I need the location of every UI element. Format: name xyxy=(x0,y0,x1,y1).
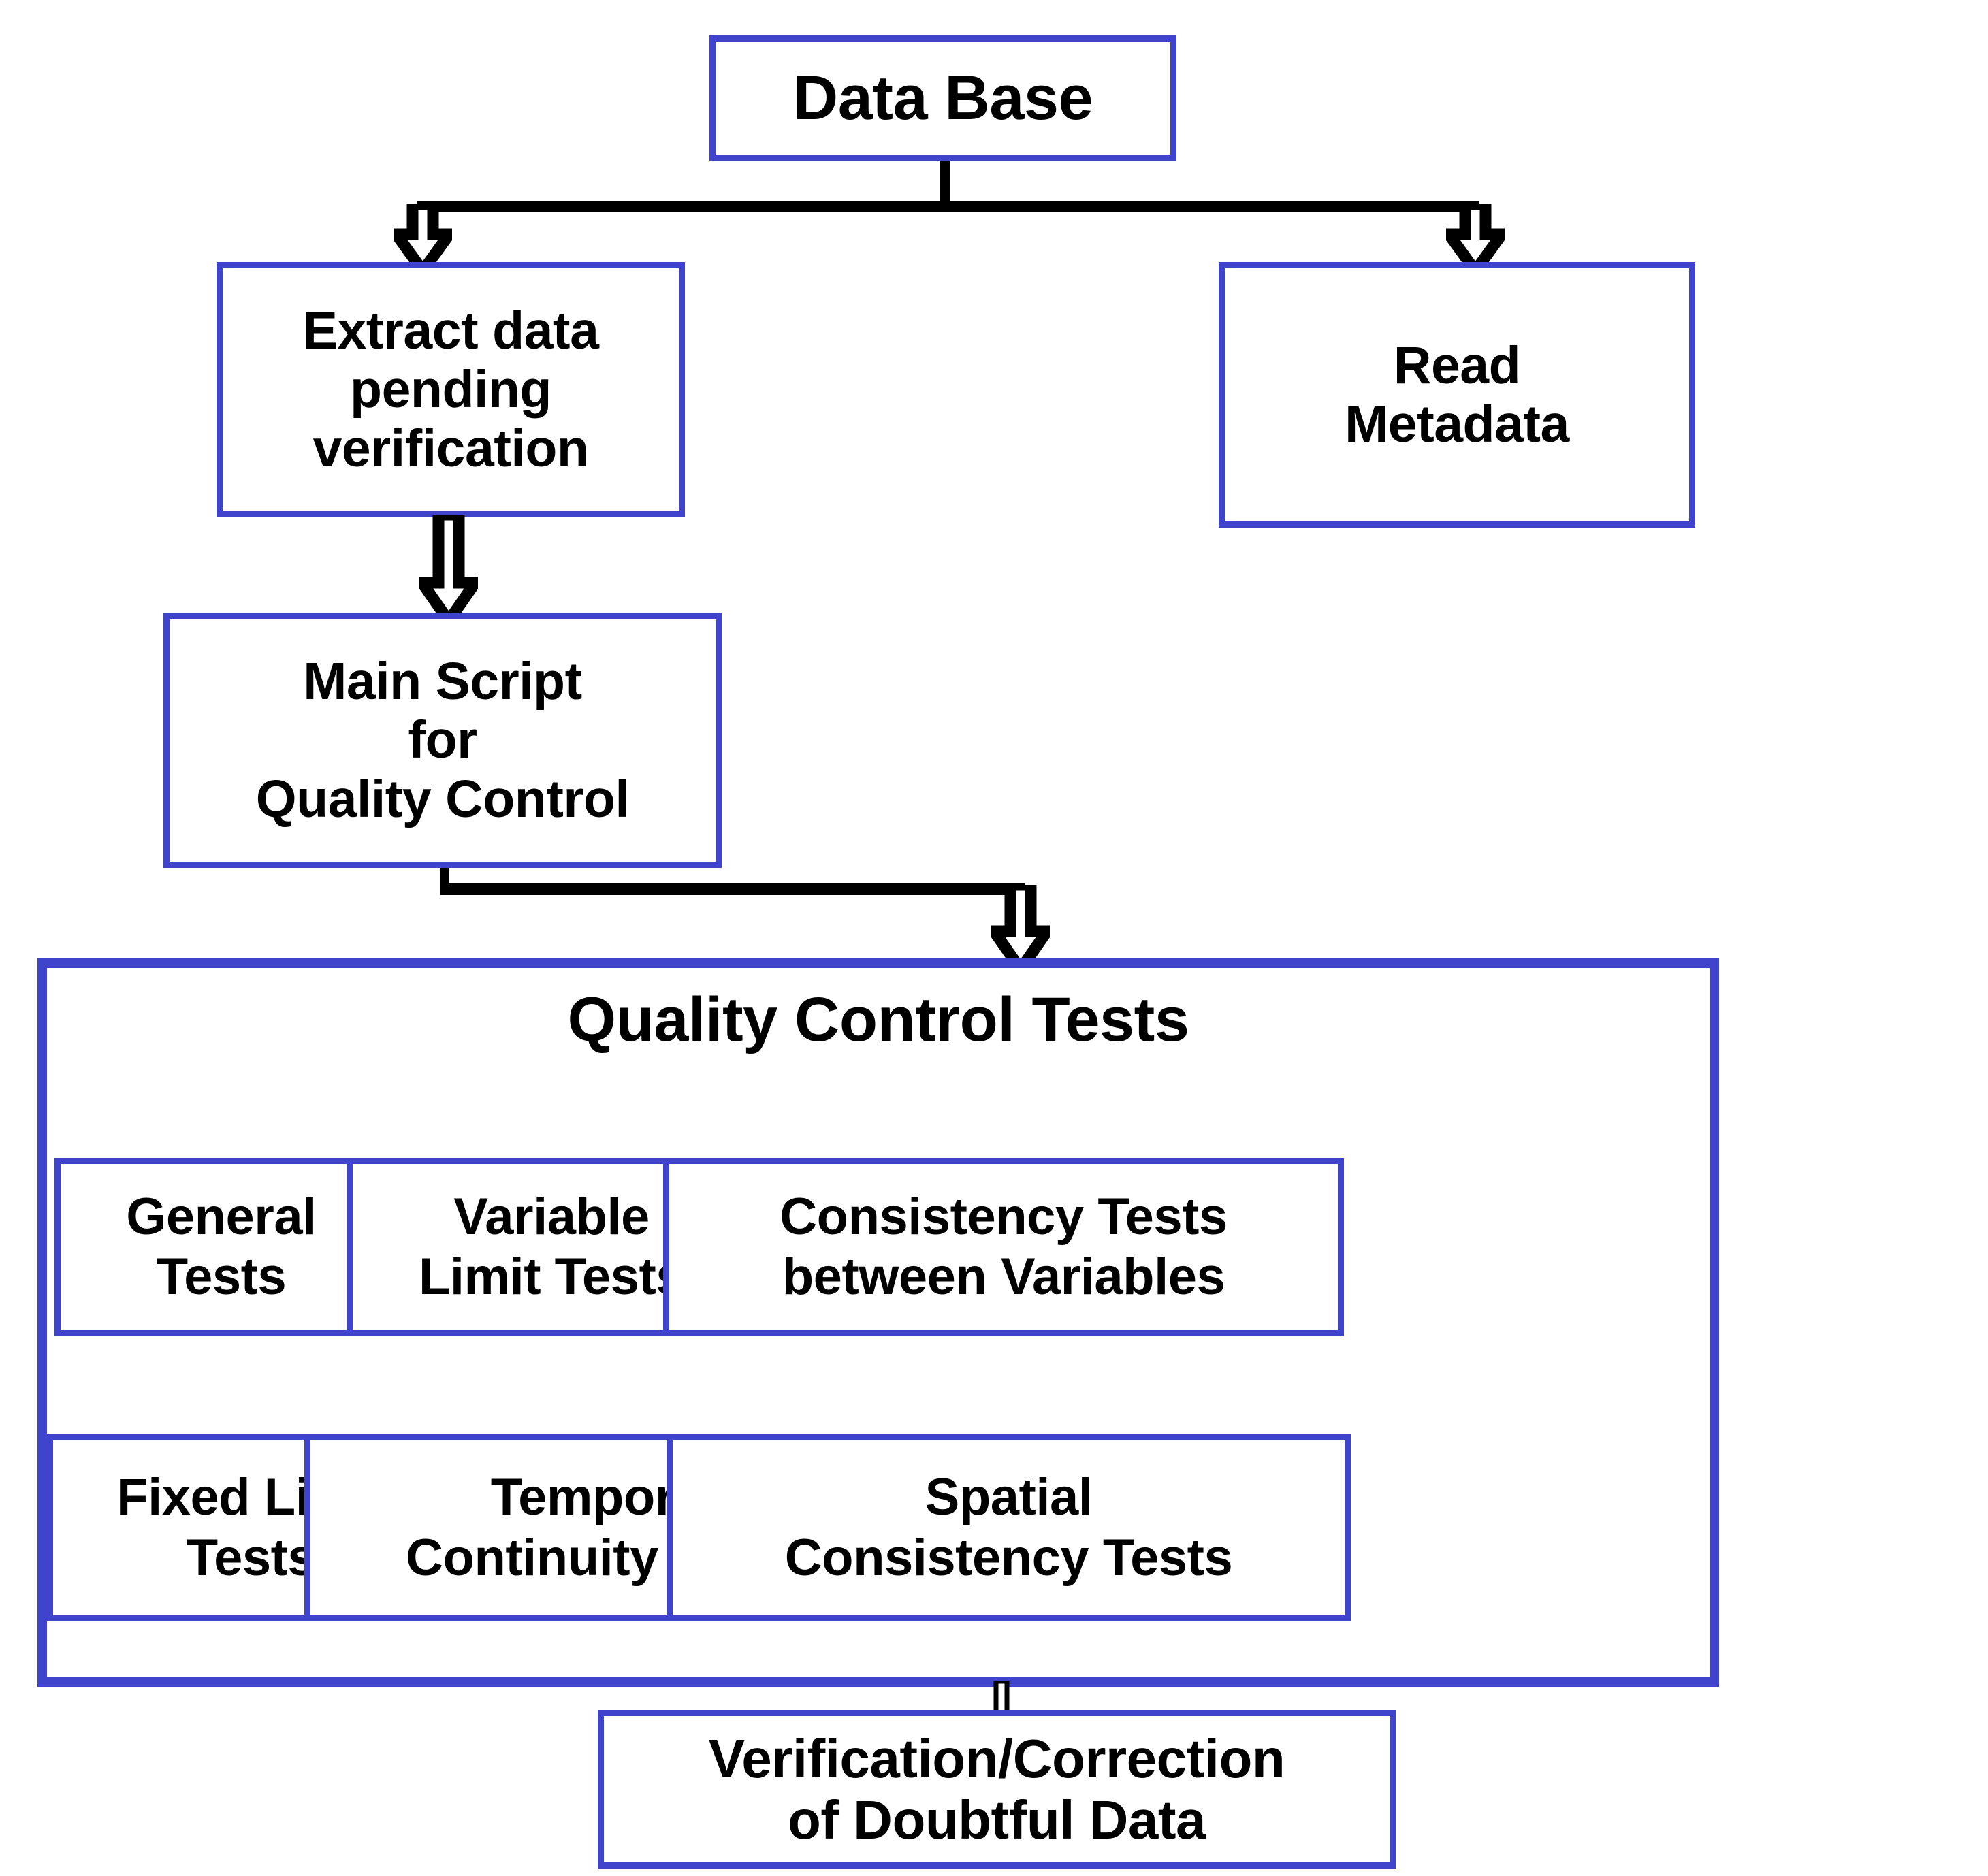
quality-control-tests-title: Quality Control Tests xyxy=(567,985,1189,1054)
qc-general-line-1: General xyxy=(126,1187,317,1246)
arrow-down-icon-to-quality-control-tests xyxy=(991,885,1050,971)
node-metadata-line-1: Read xyxy=(1393,336,1521,395)
qc-spatial-line-2: Consistency Tests xyxy=(784,1528,1233,1587)
qc-fixed-limit-line-2: Tests xyxy=(186,1528,317,1587)
node-data-base[interactable]: Data Base xyxy=(709,35,1176,161)
qc-consistency-line-2: between Variables xyxy=(782,1248,1225,1306)
arrow-down-icon-to-main-script xyxy=(419,515,478,622)
node-verification-line-2: of Doubtful Data xyxy=(787,1789,1206,1850)
node-extract-line-3: verification xyxy=(312,419,589,478)
node-extract-data-pending-verification[interactable]: Extract data pending verification xyxy=(217,262,685,517)
qc-box-spatial-consistency-tests[interactable]: Spatial Consistency Tests xyxy=(667,1434,1351,1621)
node-data-base-line-1: Data Base xyxy=(792,63,1093,133)
node-verification-line-1: Verification/Correction xyxy=(708,1728,1285,1789)
qc-box-consistency-tests-between-variables[interactable]: Consistency Tests between Variables xyxy=(663,1158,1344,1336)
quality-control-tests-group: Quality Control Tests General Tests Vari… xyxy=(37,958,1719,1687)
connector-database-horizontal xyxy=(417,201,1479,212)
connector-main-script-horizontal xyxy=(440,883,1025,895)
arrow-down-icon-to-metadata xyxy=(1446,204,1505,272)
node-main-script-line-2: for xyxy=(408,711,477,770)
node-main-script-for-quality-control[interactable]: Main Script for Quality Control xyxy=(163,613,722,868)
qc-variable-limit-line-2: Limit Tests xyxy=(418,1248,685,1306)
node-extract-line-2: pending xyxy=(350,360,551,419)
connector-database-stem xyxy=(940,161,950,209)
node-extract-line-1: Extract data xyxy=(302,302,599,361)
node-verification-correction-of-doubtful-data[interactable]: Verification/Correction of Doubtful Data xyxy=(598,1710,1396,1869)
node-main-script-line-1: Main Script xyxy=(303,652,582,711)
qc-box-general-tests[interactable]: General Tests xyxy=(54,1158,388,1336)
qc-general-line-2: Tests xyxy=(156,1248,287,1306)
qc-variable-limit-line-1: Variable xyxy=(453,1187,650,1246)
arrow-down-icon-to-extract xyxy=(394,204,452,272)
node-main-script-line-3: Quality Control xyxy=(255,769,630,828)
node-metadata-line-2: Metadata xyxy=(1345,395,1569,453)
node-read-metadata[interactable]: Read Metadata xyxy=(1219,262,1695,528)
qc-spatial-line-1: Spatial xyxy=(925,1468,1093,1527)
qc-consistency-line-1: Consistency Tests xyxy=(780,1187,1228,1246)
